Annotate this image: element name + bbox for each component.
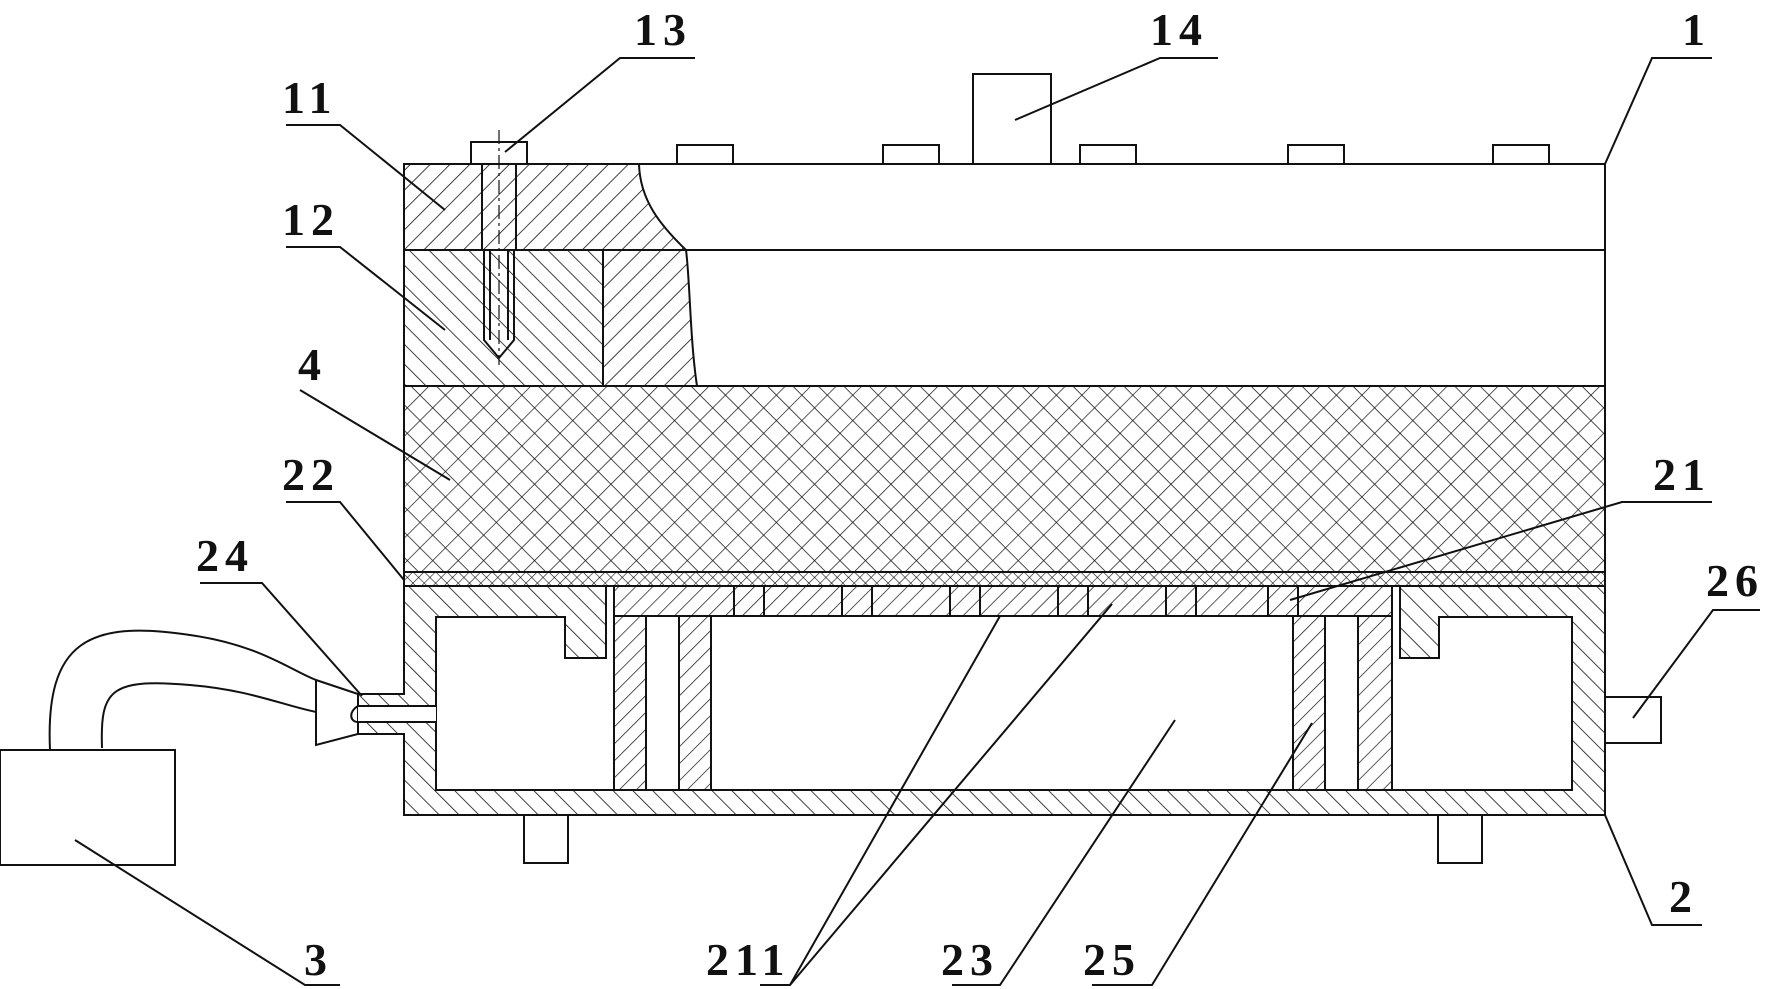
- top-pad-3: [1079, 144, 1137, 165]
- housing-wall: [357, 585, 1606, 816]
- outlet-port-26: [1604, 696, 1662, 744]
- leader-26: [1632, 609, 1760, 719]
- label-25: 25: [1083, 934, 1141, 985]
- leader-12: [286, 246, 446, 331]
- label-4: 4: [298, 339, 327, 390]
- label-23: 23: [941, 934, 999, 985]
- hose-nozzle: [315, 678, 359, 747]
- label-21: 21: [1653, 449, 1711, 500]
- screw-13: [470, 130, 528, 365]
- label-2: 2: [1669, 871, 1698, 922]
- leader-211-b: [789, 603, 1113, 986]
- label-13: 13: [634, 4, 692, 55]
- leader-21: [1289, 501, 1712, 601]
- top-connector-14: [972, 73, 1052, 165]
- top-pad-4: [1287, 144, 1345, 165]
- hose-24-inner: [100, 682, 317, 749]
- tube-wall-left-outer: [613, 615, 647, 791]
- label-11: 11: [282, 72, 337, 123]
- top-pad-1: [676, 144, 734, 165]
- lower-housing: [357, 585, 1662, 864]
- leader-22: [286, 501, 405, 581]
- hatched-top-cap-11: [403, 163, 689, 251]
- perforated-plate-21: [613, 585, 1393, 617]
- tube-wall-right-outer: [1357, 615, 1393, 791]
- tube-wall-right-inner: [1292, 615, 1326, 791]
- tube-wall-left-inner: [678, 615, 712, 791]
- foot-left: [523, 814, 569, 864]
- leader-23: [952, 719, 1176, 986]
- label-22: 22: [282, 449, 340, 500]
- crosshatch-layer-4: [403, 385, 1606, 573]
- label-24: 24: [196, 530, 254, 581]
- label-14: 14: [1150, 4, 1208, 55]
- leader-13: [504, 57, 695, 153]
- leader-3: [74, 839, 340, 986]
- foot-right: [1437, 814, 1483, 864]
- label-3: 3: [304, 934, 333, 985]
- leader-2: [1604, 814, 1702, 926]
- top-pad-2: [882, 144, 940, 165]
- leader-24: [200, 582, 363, 697]
- leader-11: [286, 124, 446, 211]
- upper-plate-assembly: [403, 73, 1606, 387]
- hose-and-pump: [0, 629, 359, 866]
- top-pad-5: [1492, 144, 1550, 165]
- leader-4: [299, 389, 451, 481]
- label-1: 1: [1682, 4, 1711, 55]
- hose-24-outer: [48, 629, 317, 751]
- label-211: 211: [706, 934, 790, 985]
- tube-gap-left: [645, 615, 680, 791]
- inlet-channel: [358, 706, 436, 722]
- hatched-inner-block-12: [403, 249, 604, 387]
- thin-layer-22: [403, 571, 1606, 587]
- labels: 1 2 3 4 11 12 13 14 21 22 23 24 25 26 21…: [196, 4, 1764, 985]
- hatched-inner-block-right: [602, 249, 699, 387]
- leader-25: [1092, 722, 1313, 986]
- leader-14: [1014, 57, 1218, 121]
- inner-chamber-23: [710, 615, 1294, 791]
- label-12: 12: [282, 194, 340, 245]
- pump-box-3: [0, 749, 176, 866]
- leader-lines: [74, 57, 1760, 986]
- tube-gap-right: [1324, 615, 1359, 791]
- leader-1: [1604, 57, 1712, 165]
- label-26: 26: [1706, 555, 1764, 606]
